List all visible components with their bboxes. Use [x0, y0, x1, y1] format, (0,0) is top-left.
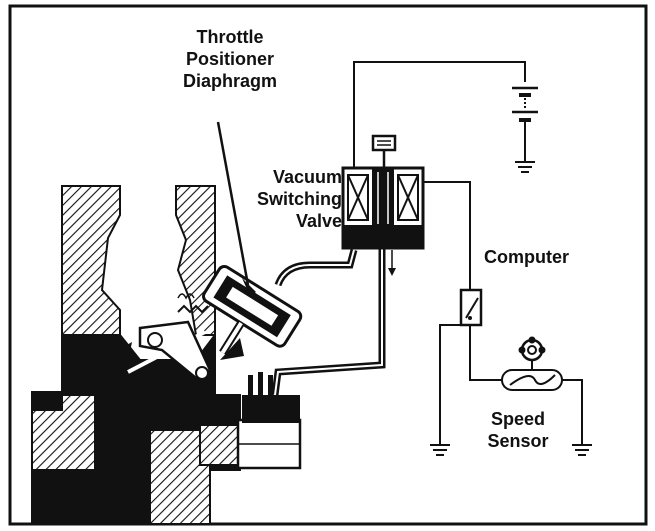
label-line: Vacuum [272, 167, 342, 187]
label-line: Sensor [487, 431, 549, 451]
computer-label: Computer [484, 247, 569, 267]
throttle-linkage [118, 293, 244, 380]
vacuum-hoses [271, 245, 386, 396]
throttle-positioner-label: Throttle Positioner Diaphragm [170, 26, 290, 92]
label-line: Positioner [185, 49, 274, 69]
label-line: Diaphragm [182, 71, 278, 91]
label-line: Valve [295, 211, 342, 231]
speed-sensor-icon [501, 336, 563, 391]
throttle-positioner-diaphragm [202, 121, 303, 355]
label-line: Throttle [196, 27, 264, 47]
carburetor-body [31, 185, 302, 525]
vacuum-switching-valve [341, 134, 425, 276]
ground-symbol-left [430, 444, 450, 456]
label-line: Switching [257, 189, 342, 209]
computer-switch-icon [459, 288, 483, 327]
label-line: Speed [490, 409, 546, 429]
diagram-frame [8, 4, 648, 526]
speed-sensor-label: Speed Sensor [478, 408, 558, 452]
vacuum-port-fitting [242, 372, 300, 423]
electrical-wiring [353, 61, 583, 445]
ground-symbol-right [572, 444, 592, 456]
battery-icon [512, 86, 538, 173]
vacuum-switching-valve-label: Vacuum Switching Valve [250, 166, 342, 232]
